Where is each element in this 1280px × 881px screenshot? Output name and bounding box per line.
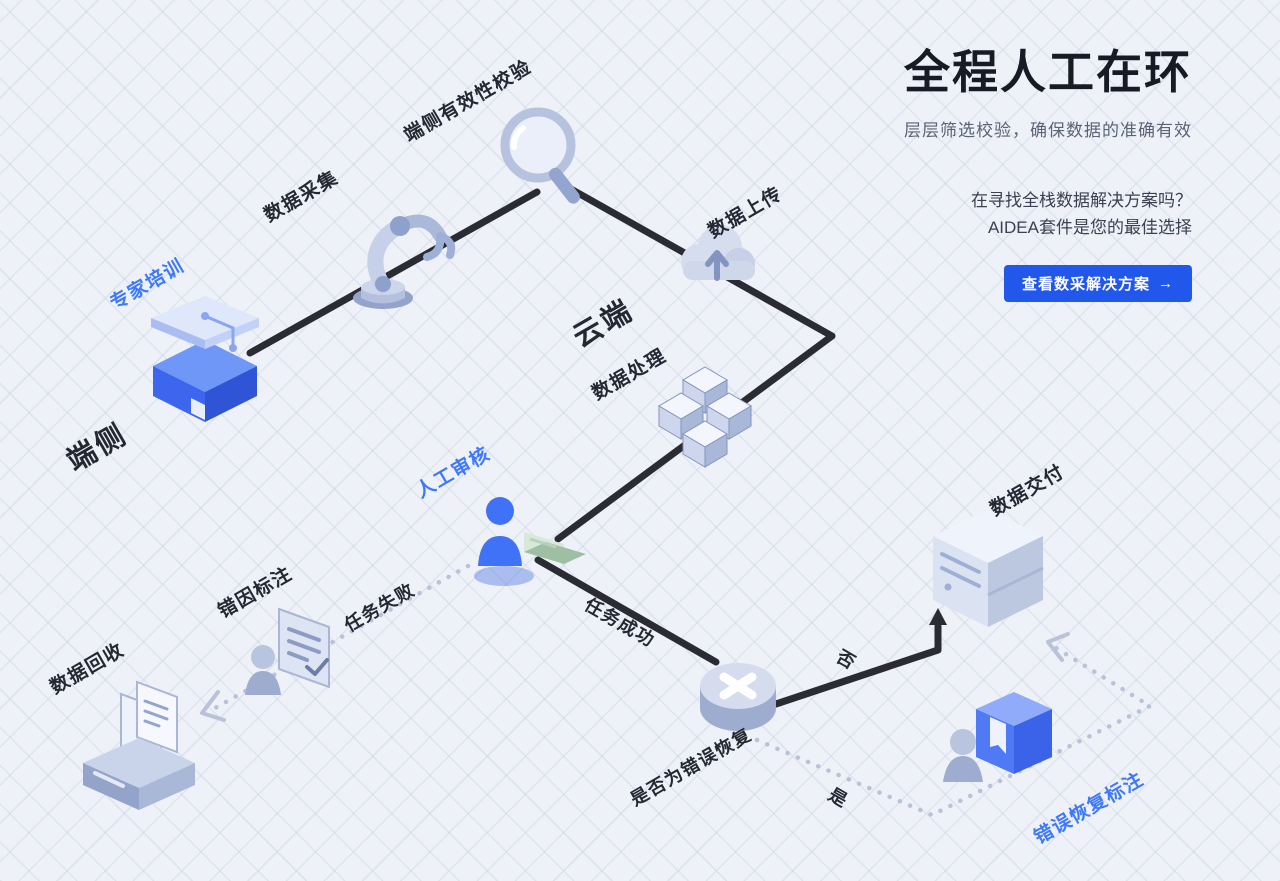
page-subtitle: 层层筛选校验，确保数据的准确有效: [904, 121, 1192, 140]
arrow-right-icon: →: [1158, 275, 1174, 293]
reviewer-person-icon: [460, 494, 590, 594]
page-title: 全程人工在环: [904, 46, 1192, 98]
error-annotation-person-icon: [241, 601, 341, 701]
edge-cap-to-magnifier: [246, 188, 541, 357]
view-solution-button[interactable]: 查看数采解决方案 →: [1003, 265, 1192, 303]
pitch-text: 在寻找全栈数据解决方案吗？ AIDEA套件是您的最佳选择: [752, 187, 1192, 241]
graduation-cap-icon: [145, 288, 265, 423]
edge-magnifier-to-review: [554, 180, 836, 543]
server-icon: [927, 503, 1049, 631]
chevron-into-server-icon: [1046, 632, 1070, 662]
chevron-into-recycle-icon: [200, 690, 226, 722]
edge-review-to-decision: [534, 556, 720, 666]
error-recovery-person-icon: [942, 684, 1057, 794]
pitch-line-2: AIDEA套件是您的最佳选择: [987, 218, 1192, 238]
arrowhead-into-server: [929, 608, 947, 625]
view-solution-button-label: 查看数采解决方案: [1021, 276, 1150, 294]
decision-x-icon: [697, 646, 779, 746]
recycle-box-icon: [77, 676, 202, 811]
header: 全程人工在环 层层筛选校验，确保数据的准确有效 在寻找全栈数据解决方案吗？ AI…: [752, 36, 1192, 303]
magnifier-icon: [488, 103, 593, 213]
edge-decision-to-server: [772, 622, 942, 708]
robot-arm-icon: [328, 192, 463, 312]
data-cubes-icon: [653, 366, 758, 468]
cloud-upload-icon: [670, 210, 762, 302]
pitch-line-1: 在寻找全栈数据解决方案吗？: [971, 191, 1192, 210]
